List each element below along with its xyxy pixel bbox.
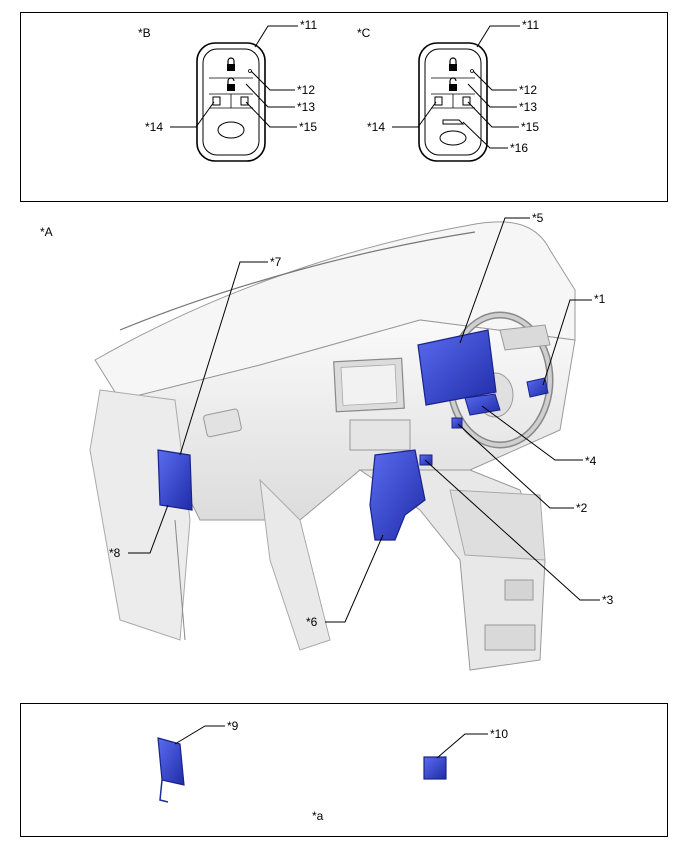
highlighted-parts (157, 329, 549, 803)
callout-1: *1 (594, 292, 606, 306)
receiver-panel (20, 703, 668, 837)
key-panel (20, 12, 668, 202)
callout-11-c: *11 (522, 18, 540, 32)
left-door-icon (212, 96, 221, 106)
key-fob-c (418, 42, 488, 162)
callout-15-b: *15 (299, 120, 318, 134)
callout-6: *6 (306, 615, 318, 629)
callout-7: *7 (270, 255, 282, 269)
view-a-label: *A (40, 225, 53, 239)
callout-14-b: *14 (145, 120, 164, 134)
callout-3: *3 (602, 593, 614, 607)
callout-13-b: *13 (297, 100, 316, 114)
part-9-receiver (157, 737, 185, 786)
callout-11-b: *11 (300, 18, 318, 32)
view-b-label: *B (138, 26, 151, 40)
right-door-icon (240, 96, 249, 106)
callout-8: *8 (109, 546, 121, 560)
callout-16-c: *16 (510, 141, 529, 155)
callout-9: *9 (227, 719, 239, 733)
part-2-switch (451, 417, 463, 429)
callout-14-c: *14 (367, 120, 386, 134)
part-5-meter (417, 329, 497, 406)
part-10-module (423, 756, 447, 780)
trunk-icon (442, 119, 465, 125)
view-c-label: *C (357, 26, 371, 40)
unlock-icon (227, 84, 235, 91)
callout-10: *10 (490, 727, 509, 741)
callout-4: *4 (585, 454, 597, 468)
key-fob-b (196, 42, 266, 162)
part-3-part (419, 454, 433, 466)
part-1-switch (526, 377, 549, 398)
callout-12-b: *12 (297, 83, 316, 97)
part-4-column (464, 393, 501, 416)
part-8-ecu (157, 449, 193, 511)
note-a-label: *a (312, 809, 324, 823)
dashboard-illustration (89, 221, 576, 671)
leader-lines (128, 25, 600, 759)
callout-5: *5 (532, 211, 544, 225)
callout-2: *2 (576, 501, 588, 515)
part-6-ecu (369, 449, 426, 541)
callout-13-c: *13 (519, 100, 538, 114)
lock-icon (227, 64, 235, 71)
callout-12-c: *12 (519, 83, 538, 97)
callout-15-c: *15 (521, 120, 540, 134)
